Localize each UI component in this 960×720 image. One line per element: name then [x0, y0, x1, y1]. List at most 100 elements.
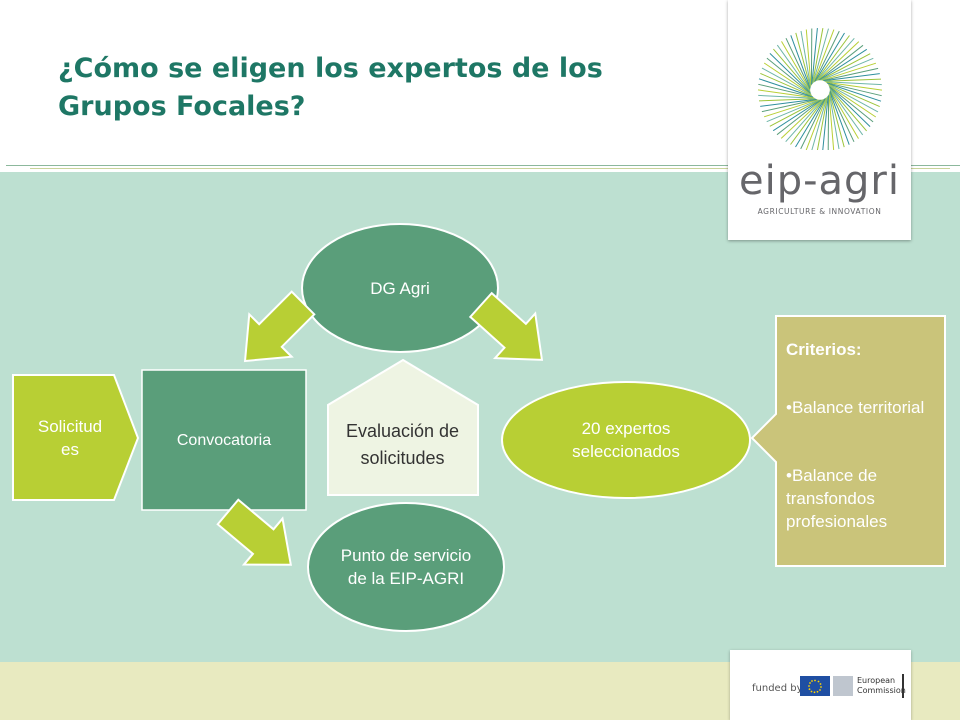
burst-ray — [758, 78, 813, 98]
burst-ray — [790, 98, 825, 145]
burst-ray — [763, 62, 812, 95]
burst-ray — [811, 28, 818, 85]
burst-ray — [817, 41, 860, 81]
burst-ray — [816, 96, 828, 152]
burst-ray — [760, 98, 817, 107]
burst-ray — [800, 30, 812, 87]
burst-ray — [785, 37, 811, 90]
burst-ray — [769, 53, 811, 94]
burst-ray — [769, 99, 820, 127]
burst-ray — [826, 81, 883, 91]
burst-ray — [828, 93, 840, 150]
commission-bar — [902, 674, 904, 698]
convocatoria-label: Convocatoria — [176, 431, 272, 449]
burst-ray — [776, 44, 811, 92]
divider-top-accent — [30, 168, 950, 169]
burst-ray — [766, 57, 811, 94]
commission-label: European Commission — [857, 676, 906, 695]
burst-ray — [812, 28, 829, 83]
funded-by-label: funded by — [752, 683, 803, 694]
burst-ray — [819, 48, 868, 81]
solicitudes-label: Solicitud es — [37, 417, 103, 459]
burst-ray — [829, 86, 874, 123]
dg-agri-label: DG Agri — [370, 278, 430, 298]
expertos-label: 20 expertos seleccionados — [572, 419, 680, 461]
evaluacion-label: Evaluación de solicitudes — [345, 421, 460, 468]
burst-ray — [827, 83, 880, 108]
funded-by-card: funded by European Commission — [730, 650, 911, 720]
burst-ray — [815, 35, 850, 82]
burst-ray — [829, 92, 845, 148]
burst-ray — [829, 86, 871, 127]
burst-ray — [822, 62, 877, 81]
convocatoria-shape — [141, 369, 307, 511]
burst-ray — [760, 72, 813, 97]
logo-wordmark: eip-agri — [738, 158, 900, 204]
burst-ray — [820, 53, 871, 81]
solicitudes-shape — [12, 374, 140, 501]
slide-title: ¿Cómo se eligen los expertos de los Grup… — [58, 53, 603, 122]
burst-ray — [829, 88, 864, 136]
burst-ray — [800, 98, 826, 150]
burst-ray — [827, 82, 882, 102]
expertos-shape — [501, 381, 751, 499]
burst-ray — [790, 35, 811, 89]
burst-ray — [818, 44, 864, 81]
burst-ray — [780, 99, 823, 139]
burst-ray — [812, 28, 824, 84]
burst-ray — [758, 94, 815, 99]
burst-ray — [761, 99, 818, 113]
burst-ray — [776, 99, 822, 136]
burst-ray — [829, 89, 859, 139]
evaluacion-shape — [327, 358, 479, 496]
burst-ray — [828, 94, 835, 151]
burst-ray — [795, 98, 826, 148]
burst-ray — [823, 73, 880, 82]
criterios-title: Criterios: — [786, 340, 862, 359]
burst-ray — [811, 97, 828, 152]
burst-ray — [763, 99, 818, 118]
burst-ray — [822, 95, 829, 152]
burst-ray — [813, 29, 835, 83]
arrow-convocatoria-to-punto — [216, 498, 293, 566]
eu-flag-icon — [800, 676, 830, 696]
burst-icon — [757, 28, 883, 152]
dg-agri-shape — [301, 223, 499, 353]
burst-center — [812, 82, 828, 98]
burst-ray — [829, 87, 867, 132]
arrow-dg-to-expertos — [468, 291, 544, 361]
burst-ray — [781, 41, 811, 91]
burst-ray — [766, 99, 819, 123]
burst-ray — [821, 57, 874, 81]
burst-ray — [828, 84, 879, 113]
commission-logo-icon — [833, 676, 853, 696]
burst-ray — [829, 91, 850, 145]
burst-ray — [805, 97, 827, 151]
burst-ray — [773, 48, 811, 93]
divider-top — [6, 165, 960, 166]
burst-ray — [758, 98, 816, 102]
burst-ray — [757, 89, 814, 99]
burst-ray — [826, 82, 882, 97]
burst-ray — [758, 83, 814, 98]
punto-servicio-label: Punto de servicio de la EIP-AGRI — [340, 546, 472, 588]
criterios-callout — [750, 315, 946, 567]
logo-tagline: AGRICULTURE & INNOVATION — [757, 207, 882, 216]
burst-ray — [761, 67, 812, 96]
burst-ray — [828, 85, 877, 118]
burst-ray — [814, 30, 840, 82]
burst-ray — [829, 90, 855, 143]
burst-ray — [795, 32, 811, 88]
burst-ray — [825, 81, 882, 86]
eip-agri-logo: eip-agri AGRICULTURE & INNOVATION — [728, 0, 911, 240]
burst-ray — [816, 37, 855, 81]
burst-ray — [772, 99, 821, 132]
burst-ray — [785, 99, 824, 143]
criterio-profesional: •Balance de transfondos profesionales — [786, 466, 888, 531]
criterio-territorial: •Balance territorial — [786, 398, 925, 417]
punto-servicio-shape — [307, 502, 505, 632]
burst-ray — [822, 67, 879, 81]
burst-ray — [805, 29, 812, 86]
arrow-dg-to-convocatoria — [243, 290, 316, 363]
